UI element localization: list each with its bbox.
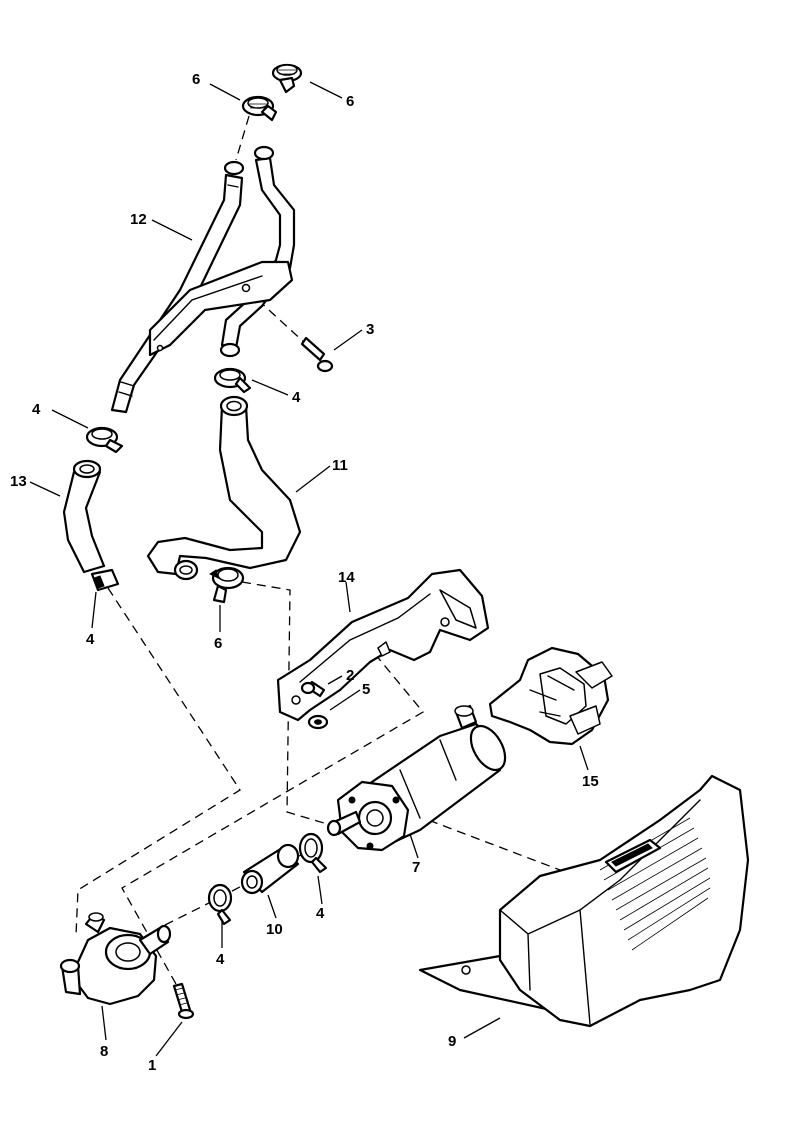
fitting-part-4	[90, 568, 120, 592]
hose-clamp-sleeve-right	[298, 832, 328, 874]
sleeve-part-10	[240, 843, 300, 895]
callout-4-fitting: 4	[86, 631, 95, 648]
callout-8: 8	[100, 1043, 108, 1060]
callout-4-upper-right: 4	[292, 389, 301, 406]
callout-4-sleeve-left: 4	[216, 951, 225, 968]
callout-6-top-left: 6	[192, 71, 200, 88]
callout-12: 12	[130, 211, 147, 228]
hose-clamp-sleeve-left	[207, 883, 233, 926]
callout-11: 11	[332, 457, 348, 474]
leader-lines	[29, 81, 589, 1057]
callout-5: 5	[362, 681, 370, 698]
callout-3: 3	[366, 321, 374, 338]
cover-part-9	[418, 774, 750, 1028]
callout-1: 1	[148, 1057, 156, 1074]
hose-clamp-top-right	[271, 63, 303, 94]
hose-clamp-top-left	[241, 95, 278, 122]
callout-15: 15	[582, 773, 599, 790]
callout-14: 14	[338, 569, 355, 586]
callout-labels: 6 6 12 3 4 4 11 13 14 4 6 2 5 15 7 4 10 …	[10, 71, 599, 1074]
callout-7: 7	[412, 859, 420, 876]
screw-part-3	[300, 336, 334, 373]
callout-9: 9	[448, 1033, 456, 1050]
callout-6-top-right: 6	[346, 93, 354, 110]
small-hose-part-13	[62, 459, 106, 574]
callout-4-upper-left: 4	[32, 401, 41, 418]
large-hose-part-11	[146, 395, 302, 581]
clamp-mount-part-15	[488, 646, 613, 746]
washer-part-5	[307, 714, 329, 730]
callout-2: 2	[346, 667, 354, 684]
motor-part-7	[326, 704, 507, 852]
bolt-part-1	[172, 982, 195, 1020]
callout-10: 10	[266, 921, 283, 938]
bracket-part-14	[276, 568, 490, 722]
hose-clamp-mid-left	[85, 426, 124, 454]
upper-hose-assembly	[110, 145, 296, 414]
callout-13: 13	[10, 473, 27, 490]
hose-clamp-bottom	[209, 566, 245, 604]
screw-part-2	[300, 680, 326, 698]
callout-4-sleeve-right: 4	[316, 905, 325, 922]
callout-6-bottom: 6	[214, 635, 222, 652]
pump-part-8	[59, 912, 172, 1006]
hose-clamp-mid-right	[213, 367, 252, 394]
